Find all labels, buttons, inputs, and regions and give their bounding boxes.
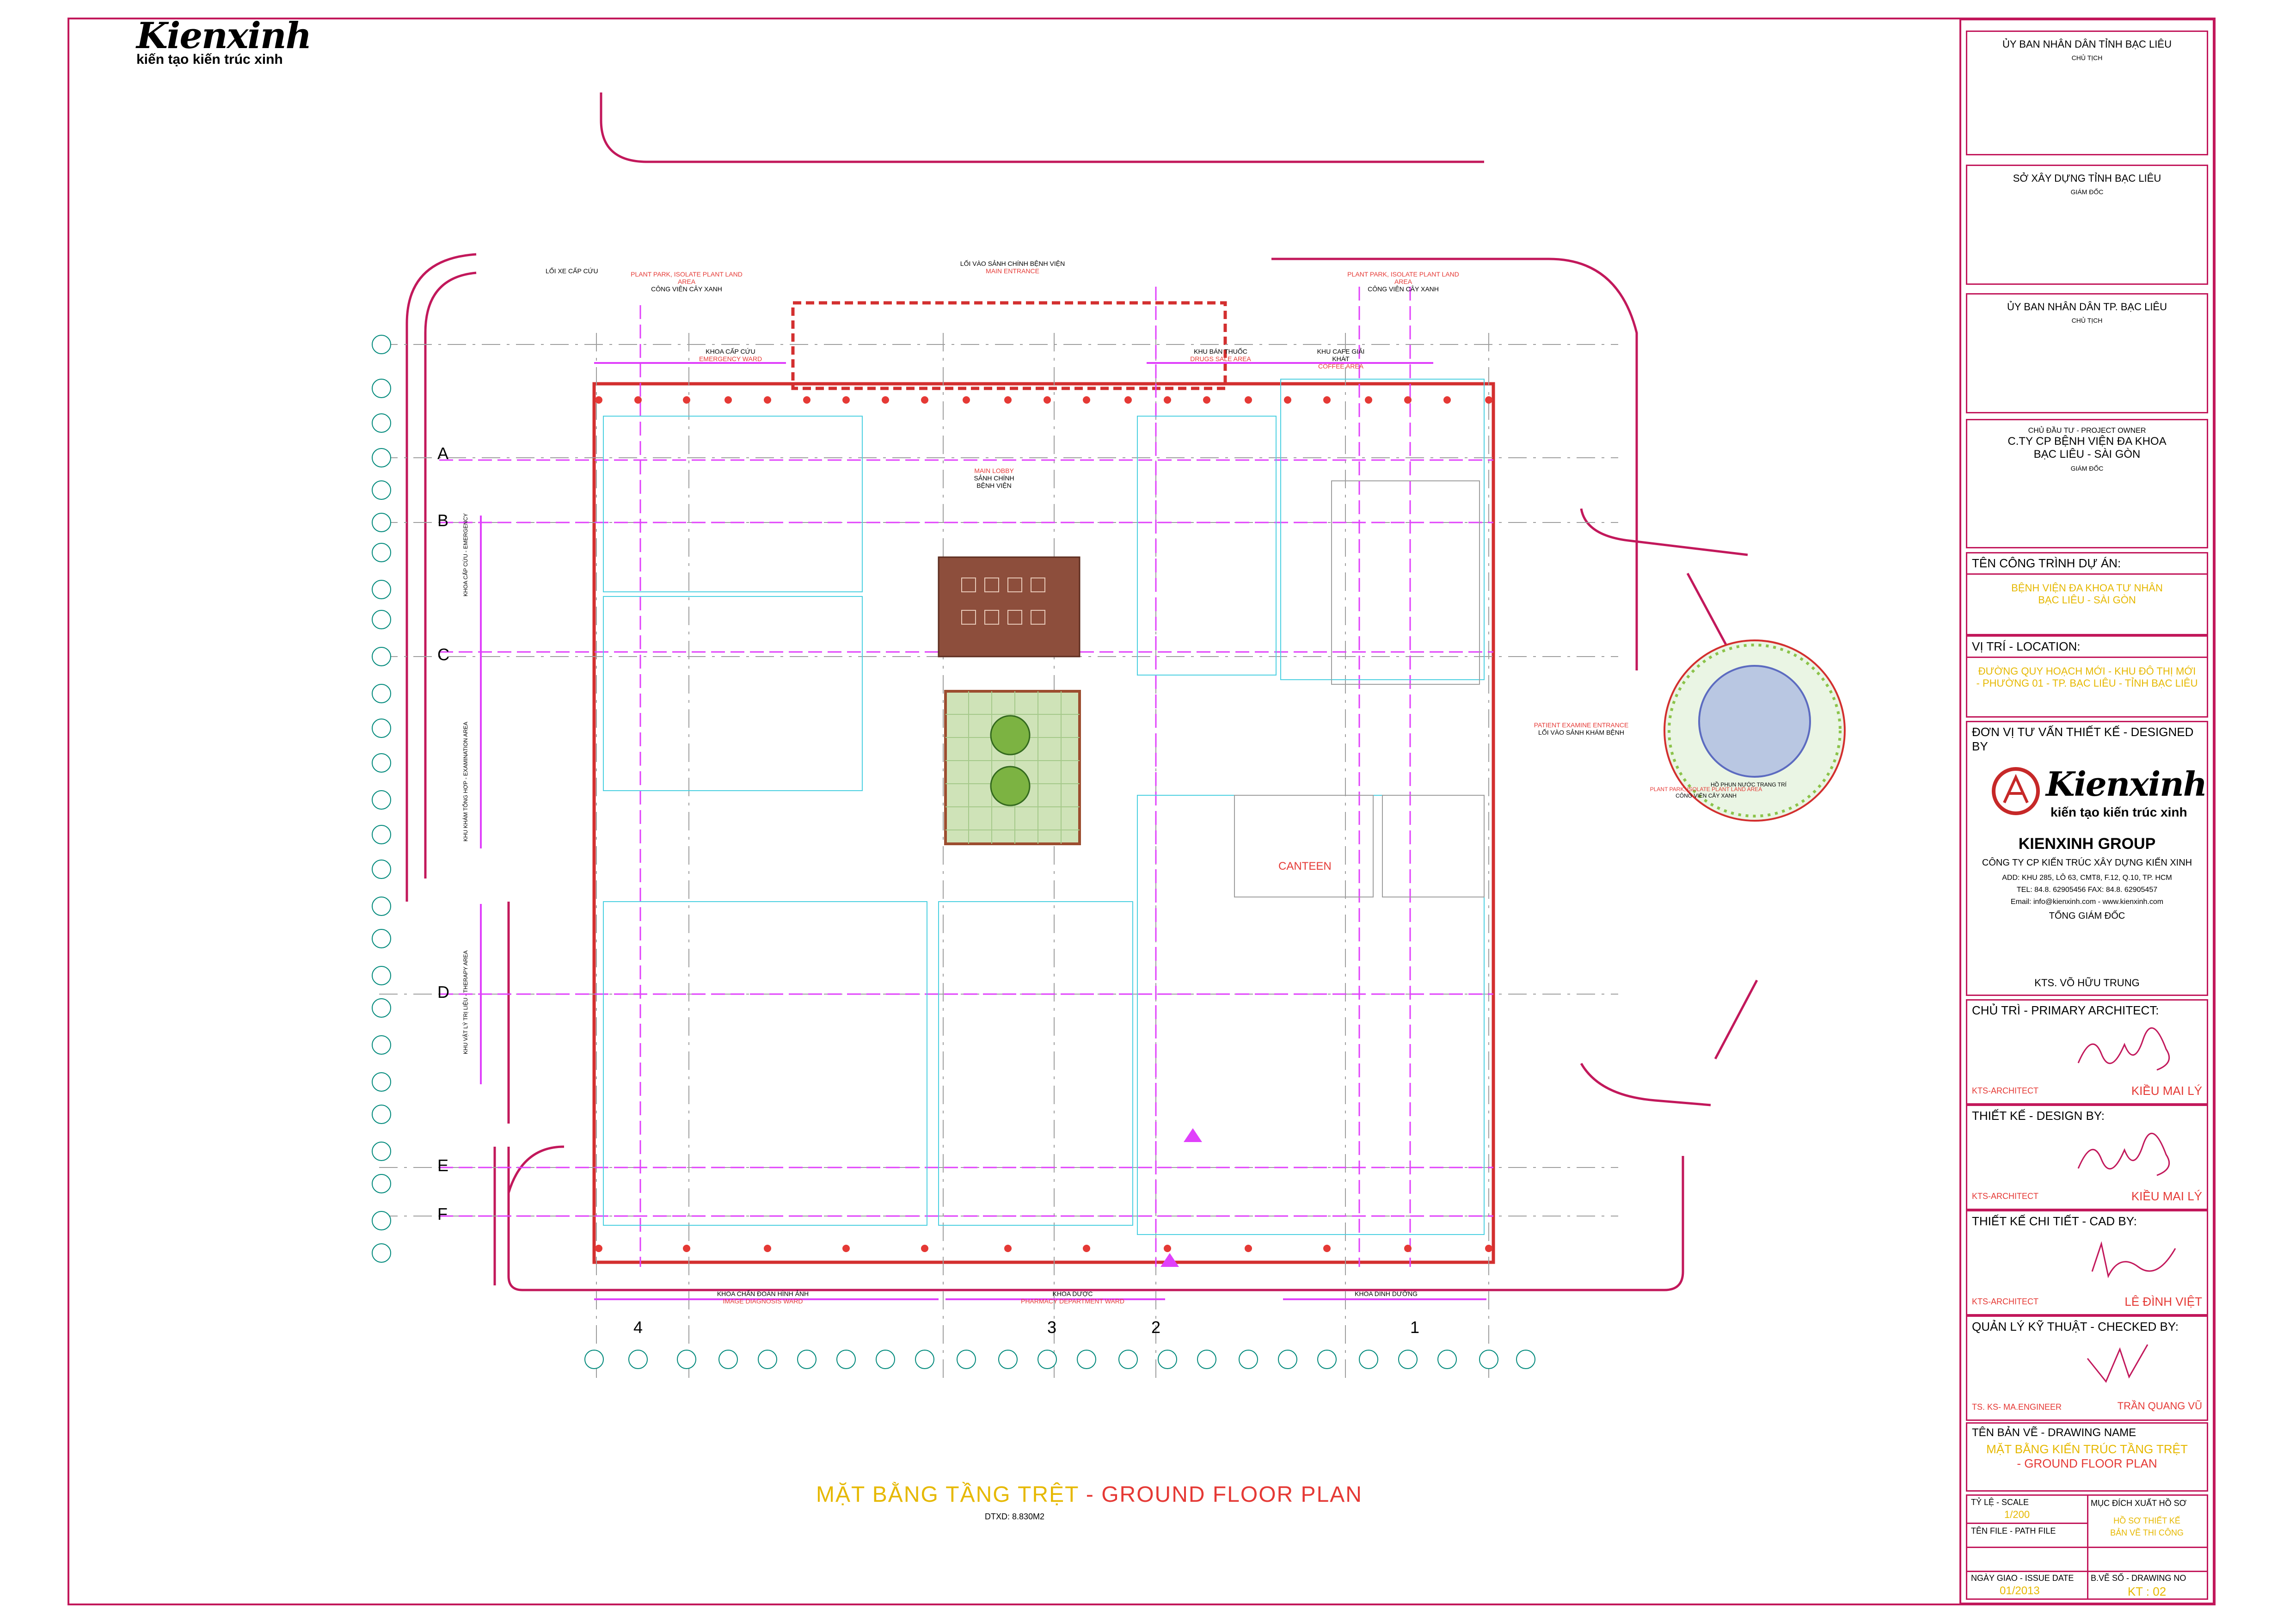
authority-2-box: SỞ XÂY DỰNG TỈNH BẠC LIÊU GIÁM ĐỐC [1966,165,2208,285]
design-by-box: THIẾT KẾ - DESIGN BY: KTS-ARCHITECT KIỀU… [1966,1105,2208,1210]
park-left-label: PLANT PARK, ISOLATE PLANT LAND AREA CÔNG… [631,270,743,293]
signature-cad-by [2091,1241,2176,1278]
main-entrance-label: LỐI VÀO SẢNH CHÍNH BỆNH VIỆN MAIN ENTRAN… [960,260,1065,275]
logo-script: Kienxinh [136,15,312,57]
axis-label-d: D [437,983,449,1001]
round-park-label: PLANT PARK, ISOLATE PLANT LAND AREA CÔNG… [1650,786,1762,799]
axis-label-b: B [437,511,449,530]
authority-3-box: ỦY BAN NHÂN DÂN TP. BẠC LIÊU CHỦ TỊCH [1966,293,2208,413]
checked-by-box: QUẢN LÝ KỸ THUẬT - CHECKED BY: TS. KS- M… [1966,1315,2208,1421]
primary-architect-box: CHỦ TRÌ - PRIMARY ARCHITECT: KTS-ARCHITE… [1966,999,2208,1105]
project-box: TÊN CÔNG TRÌNH DỰ ÁN: BỆNH VIỆN ĐA KHOA … [1966,552,2208,635]
coffee-area-label: KHU CAFE GIẢI KHÁT COFFEE AREA [1317,348,1365,370]
courtyard-trees [990,715,1031,806]
cad-by-box: THIẾT KẾ CHI TIẾT - CAD BY: KTS-ARCHITEC… [1966,1210,2208,1315]
axis-label-2: 2 [1151,1318,1161,1337]
signature-design-by [2077,1132,2170,1176]
designer-box: ĐƠN VỊ TƯ VẤN THIẾT KẾ - DESIGNED BY Kie… [1966,721,2208,996]
left-therapy-label: KHU VẬT LÝ TRỊ LIỆU - THERAPY AREA [462,950,469,1054]
emergency-ward-label: KHOA CẤP CỨU EMERGENCY WARD [699,348,762,362]
axis-label-c: C [437,645,449,664]
main-lobby-label: MAIN LOBBY SẢNH CHÍNH BỆNH VIỆN [974,467,1014,489]
structural-columns [595,396,1492,1252]
axis-label-f: F [437,1204,448,1223]
signature-checked-by [2087,1344,2149,1383]
grid-bubbles [372,335,1535,1369]
patient-entrance-label: PATIENT EXAMINE ENTRANCE LỐI VÀO SẢNH KH… [1534,721,1629,736]
drawing-name-box: TÊN BẢN VẼ - DRAWING NAME MẶT BẰNG KIẾN … [1966,1422,2208,1492]
building-outline [592,301,1495,1264]
canteen-label: CANTEEN [1278,860,1332,872]
pharmacy-label: KHOA DƯỢC PHARMACY DEPARTMENT WARD [1020,1290,1125,1305]
authority-1-box: ỦY BAN NHÂN DÂN TỈNH BẠC LIÊU CHỦ TỊCH [1966,31,2208,155]
fountain-label: HỒ PHUN NƯỚC TRANG TRÍ [1711,781,1787,788]
park-right-label: PLANT PARK, ISOLATE PLANT LAND AREA CÔNG… [1347,270,1459,293]
kienxinh-emblem-icon [1992,767,2040,815]
grid-lines [379,333,1618,1378]
courtyard-grid [945,691,1080,844]
location-box: VỊ TRÍ - LOCATION: ĐƯỜNG QUY HOẠCH MỚI -… [1966,635,2208,718]
road-outline [405,92,1758,1291]
axis-label-a: A [437,444,449,463]
nutrition-label: KHOA DINH DƯỠNG [1355,1290,1418,1297]
section-arrows [1160,1128,1202,1267]
section-lines [439,287,1493,1267]
designer-logo: Kienxinh kiến tạo kiến trúc xinh [1967,761,2207,830]
image-diagnosis-label: KHOA CHẨN ĐOÁN HÌNH ẢNH IMAGE DIAGNOSIS … [717,1290,809,1305]
title-block: ỦY BAN NHÂN DÂN TỈNH BẠC LIÊU CHỦ TỊCH S… [1959,18,2215,1604]
axis-label-e: E [437,1156,449,1175]
canteen-seating [1234,480,1485,897]
sheet-border [68,18,2216,1605]
sheet-info-box: TỶ LỆ - SCALE 1/200 TÊN FILE - PATH FILE… [1966,1494,2208,1600]
signature-primary-architect [2077,1027,2170,1071]
drug-sale-label: KHU BÁN THUỐC DRUGS SALE AREA [1190,348,1251,362]
company-logo: Kienxinh kiến tạo kiến trúc xinh [136,18,331,68]
ambulance-label: LỐI XE CẤP CỨU [546,267,598,275]
plan-area: DTXD: 8.830M2 [985,1512,1045,1521]
dimension-lines [480,362,1486,1300]
fountain-plaza [1664,639,1846,822]
axis-label-1: 1 [1410,1318,1420,1337]
owner-box: CHỦ ĐẦU TƯ - PROJECT OWNER C.TY CP BỆNH … [1966,419,2208,548]
axis-label-3: 3 [1047,1318,1057,1337]
plan-title: MẶT BẰNG TẦNG TRỆT - GROUND FLOOR PLAN [816,1482,1363,1507]
main-lobby-deck [938,556,1080,657]
axis-label-4: 4 [633,1318,643,1337]
logo-tagline: kiến tạo kiến trúc xinh [136,52,283,67]
left-exam-label: KHU KHÁM TỔNG HỢP - EXAMINATION AREA [462,722,469,842]
left-emergency-label: KHOA CẤP CỨU - EMERGENCY [462,513,469,596]
lobby-tables [961,578,1045,625]
